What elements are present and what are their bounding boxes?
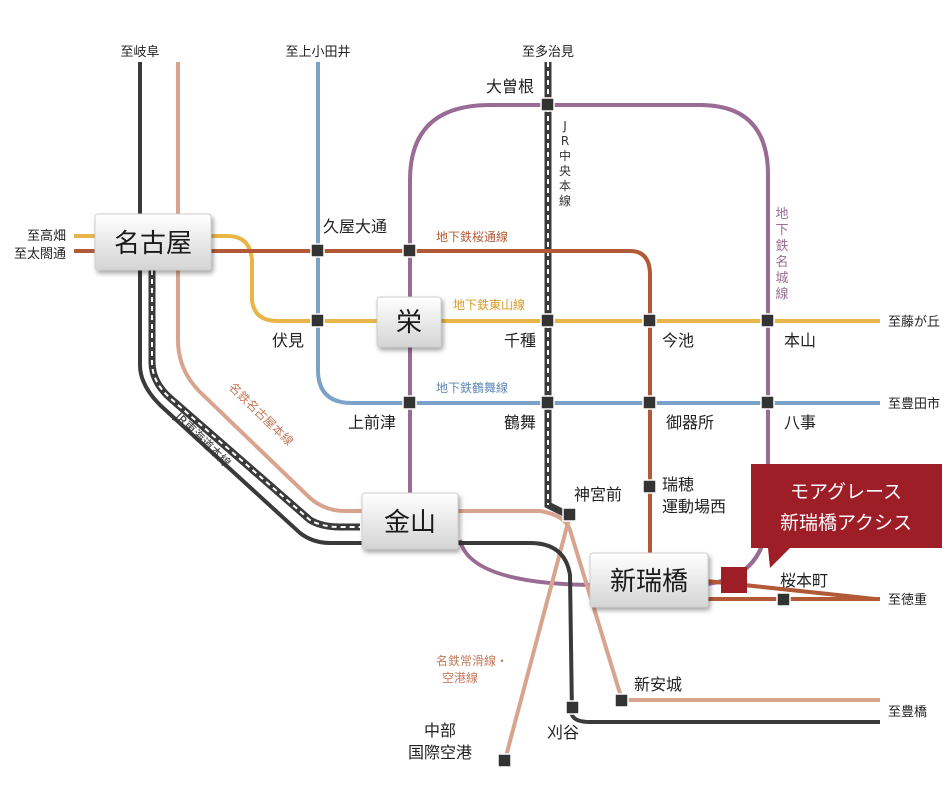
svg-text:線: 線	[559, 193, 571, 208]
sakae-label: 栄	[396, 308, 422, 338]
station-tsurumai: 鶴舞	[504, 413, 536, 432]
station-chikusa: 千種	[504, 331, 536, 350]
marker-gokiso	[642, 395, 657, 410]
terminal-fujigaoka: 至藤が丘	[888, 315, 940, 330]
tsurumai-line	[316, 62, 880, 405]
station-gokiso: 御器所	[666, 413, 714, 432]
terminal-tajimi: 至多治見	[522, 44, 574, 60]
station-imaike: 今池	[662, 331, 694, 350]
station-markers	[310, 97, 791, 768]
line-label-tokoname-1: 名鉄常滑線・	[436, 653, 508, 668]
marker-ozone	[540, 97, 555, 112]
svg-text:地: 地	[775, 207, 788, 222]
terminal-kamiotai: 至上小田井	[285, 45, 350, 60]
property-callout	[751, 464, 942, 568]
svg-text:中: 中	[559, 148, 571, 163]
svg-text:城: 城	[775, 271, 788, 286]
terminal-toyohashi: 至豊橋	[888, 705, 927, 720]
marker-tsurumai	[540, 395, 555, 410]
station-hisaya-odori: 久屋大通	[323, 217, 387, 236]
higashiyama-line	[74, 234, 880, 323]
major-station-nagoya	[94, 213, 212, 271]
svg-text:本: 本	[559, 179, 571, 193]
marker-shin-anjo	[614, 693, 629, 708]
marker-motoyama	[760, 313, 775, 328]
terminal-tokushige: 至徳重	[888, 592, 927, 608]
svg-text:R: R	[561, 134, 569, 148]
marker-kariya	[565, 700, 580, 715]
marker-yagoto	[760, 395, 775, 410]
marker-hisaya-odori	[310, 243, 325, 258]
major-station-kanayama	[361, 492, 459, 550]
terminal-toyotashi: 至豊田市	[888, 396, 940, 412]
marker-chubu	[497, 753, 512, 768]
marker-kamimaezu	[402, 395, 417, 410]
station-sakuramoto: 桜本町	[780, 571, 828, 590]
station-ozone: 大曽根	[486, 77, 534, 96]
station-mizuho-2: 運動場西	[662, 497, 726, 516]
meitetsu-line	[176, 62, 880, 761]
station-mizuho-1: 瑞穂	[662, 475, 694, 494]
jr-chuo-line	[544, 62, 570, 519]
marker-imaike	[642, 313, 657, 328]
station-labels: 大曽根 久屋大通 伏見 千種 今池 本山 上前津 鶴舞 御器所 八事 神宮前 瑞…	[272, 77, 828, 762]
station-yagoto: 八事	[784, 413, 816, 432]
svg-text:下: 下	[775, 223, 788, 238]
svg-text:央: 央	[559, 164, 571, 178]
terminal-labels: 至岐阜 至上小田井 至多治見 至高畑 至太閤通 至藤が丘 至豊田市 至徳重 至豊…	[14, 44, 940, 720]
station-fushimi: 伏見	[272, 331, 304, 350]
station-kamimaezu: 上前津	[348, 413, 396, 432]
marker-chikusa	[540, 313, 555, 328]
station-chubu-2: 国際空港	[408, 743, 472, 762]
station-chubu-1: 中部	[424, 721, 456, 740]
marker-sakuramoto	[776, 592, 791, 607]
shinmizuhashi-label: 新瑞橋	[610, 567, 688, 597]
terminal-taikodori: 至太閤通	[14, 247, 66, 262]
marker-sakuradori-meijo	[402, 243, 417, 258]
property-marker	[721, 567, 747, 593]
major-station-shinmizuhashi	[589, 552, 709, 608]
line-label-jr-chuo: J R 中 央 本 線	[559, 119, 571, 208]
marker-jingumae	[562, 507, 577, 522]
callout-line2: 新瑞橋アクシス	[780, 512, 912, 534]
terminal-takabata: 至高畑	[27, 228, 66, 244]
station-motoyama: 本山	[784, 331, 816, 350]
line-label-tsurumai: 地下鉄鶴舞線	[436, 380, 508, 395]
svg-text:J: J	[562, 119, 567, 133]
line-label-higashiyama: 地下鉄東山線	[453, 297, 525, 312]
line-label-meijo: 地 下 鉄 名 城 線	[775, 207, 788, 302]
station-shin-anjo: 新安城	[634, 675, 682, 694]
kanayama-label: 金山	[384, 508, 436, 538]
station-kariya: 刈谷	[547, 723, 579, 742]
station-jingumae: 神宮前	[574, 485, 622, 504]
line-label-sakuradori: 地下鉄桜通線	[436, 229, 508, 244]
terminal-gifu: 至岐阜	[120, 44, 159, 60]
meijo-line	[408, 103, 770, 587]
svg-text:鉄: 鉄	[775, 239, 788, 254]
major-station-sakae	[376, 296, 442, 348]
marker-fushimi	[310, 313, 325, 328]
marker-mizuho	[642, 479, 657, 494]
nagoya-label: 名古屋	[114, 229, 192, 259]
line-label-meitetsu-main: 名鉄名古屋本線	[226, 379, 297, 448]
line-label-tokoname-2: 空港線	[442, 670, 478, 685]
svg-text:名: 名	[775, 254, 788, 270]
callout-line1: モアグレース	[790, 481, 902, 503]
svg-text:線: 線	[775, 286, 788, 302]
